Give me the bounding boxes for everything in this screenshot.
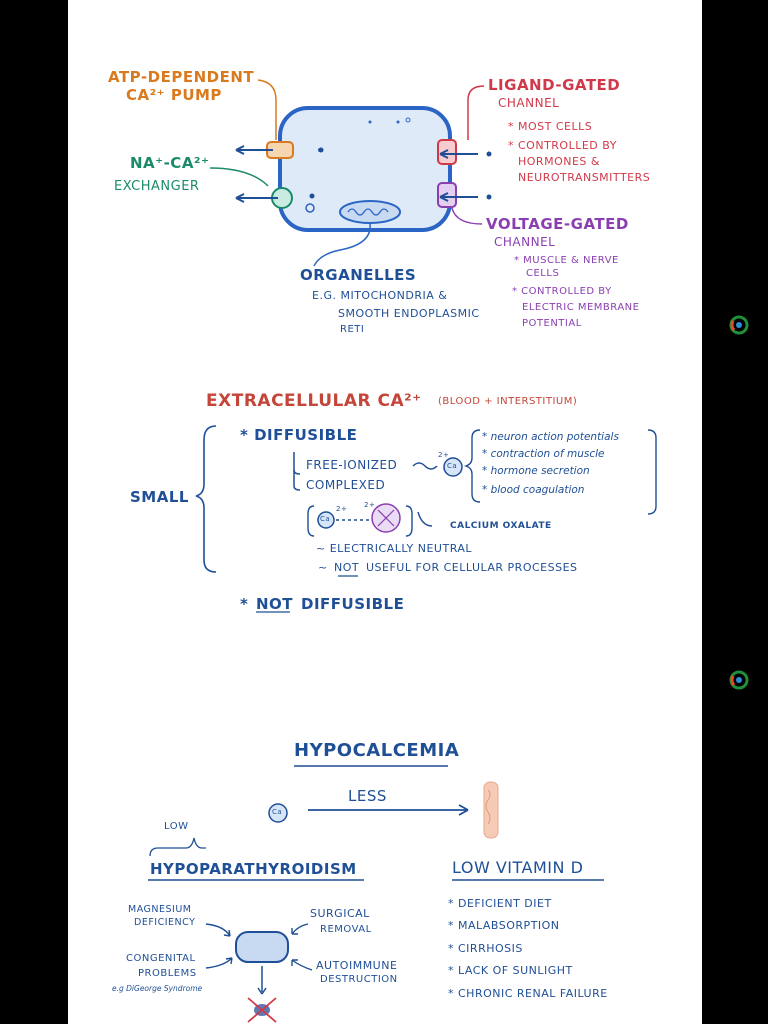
cell-dot xyxy=(368,120,372,124)
cause-magnesium-2: DEFICIENCY xyxy=(134,917,196,928)
ligand-bullet-2b: HORMONES & xyxy=(518,155,600,168)
organelles-line-3: RETI xyxy=(340,324,365,335)
voltage-channel-subtitle: CHANNEL xyxy=(494,235,556,249)
processes-right-brace xyxy=(647,429,657,515)
ligand-channel-subtitle: CHANNEL xyxy=(498,96,560,110)
vitd-item: * MALABSORPTION xyxy=(448,919,560,932)
atp-pump-leader-line xyxy=(257,79,277,140)
cause-congenital-2: PROBLEMS xyxy=(138,968,197,979)
not-diffusible-not: NOT xyxy=(256,595,294,613)
mitochondria-cristae xyxy=(347,208,389,216)
cause-autoimmune-2: DESTRUCTION xyxy=(320,974,398,985)
voltage-bullet-2b: ELECTRIC MEMBRANE xyxy=(522,302,640,313)
exchanger-label: Na⁺-Ca²⁺ xyxy=(130,154,210,172)
voltage-bullet-1a: * MUSCLE & NERVE xyxy=(514,255,619,266)
vitd-item: * DEFICIENT DIET xyxy=(448,897,552,910)
mitochondria-shape xyxy=(339,200,401,224)
organelles-line-2: SMOOTH ENDOPLASMIC xyxy=(338,307,480,320)
process-item: * blood coagulation xyxy=(482,484,585,496)
hypocalcemia-ca-ion xyxy=(268,803,288,823)
not-useful-note: USEFUL for CELLULAR PROCESSES xyxy=(366,561,578,574)
low-vitamin-d-title: LOW VITAMIN D xyxy=(452,858,584,877)
vitd-item: * CHRONIC RENAL FAILURE xyxy=(448,987,608,1000)
hypocalcemia-ca-symbol: Ca xyxy=(272,808,283,816)
oxalate-charge: 2+ xyxy=(364,501,376,509)
cause-autoimmune: AUTOIMMUNE xyxy=(316,959,398,972)
app-logo-icon[interactable] xyxy=(724,310,754,340)
tissue-shape xyxy=(483,781,499,839)
small-label: SMALL xyxy=(130,488,189,506)
hypocalcemia-title: HYPOCALCEMIA xyxy=(294,740,460,761)
voltage-leader-line xyxy=(451,207,483,225)
voltage-channel-shape xyxy=(437,182,457,208)
free-ionized-label: FREE-IONIZED xyxy=(306,458,398,472)
diagram-drawing xyxy=(148,79,657,1023)
tilde-connector xyxy=(412,462,438,470)
organelles-title: ORGANELLES xyxy=(300,266,417,284)
voltage-bullet-2c: POTENTIAL xyxy=(522,318,582,329)
ligand-bullet-1: * MOST CELLS xyxy=(508,120,593,133)
cause-surgical-2: REMOVAL xyxy=(320,924,372,935)
cause-congenital: CONGENITAL xyxy=(126,953,196,964)
complex-ca-ion xyxy=(317,511,335,529)
low-brace xyxy=(149,837,206,857)
exchanger-leader-line xyxy=(209,167,269,187)
atp-pump-label-2: Ca²⁺ PUMP xyxy=(126,86,222,104)
ligand-channel-title: LIGAND-GATED xyxy=(488,76,621,94)
cause-congenital-example: e.g DiGeorge Syndrome xyxy=(112,984,203,993)
extracellular-title: EXTRACELLULAR Ca²⁺ xyxy=(206,391,422,411)
organelles-leader-line xyxy=(313,223,371,267)
ligand-channel-shape xyxy=(437,139,457,165)
cell-vesicle xyxy=(305,203,315,213)
ligand-leader-line xyxy=(467,85,485,140)
vitd-item: * CIRRHOSIS xyxy=(448,942,523,955)
cause-surgical: SURGICAL xyxy=(310,907,370,920)
voltage-channel-title: VOLTAGE-GATED xyxy=(486,215,629,233)
atp-pump-label: ATP-DEPENDENT xyxy=(108,68,255,86)
not-useful-prefix: ~ xyxy=(318,561,328,574)
free-ionized-branch xyxy=(293,452,301,475)
ligand-bullet-2c: NEUROTRANSMITTERS xyxy=(518,171,651,184)
voltage-bullet-1b: CELLS xyxy=(526,268,560,279)
complexed-branch xyxy=(293,470,301,491)
extracellular-subtitle: (BLOOD + INTERSTITIUM) xyxy=(438,396,578,407)
app-logo-icon[interactable] xyxy=(724,665,754,695)
exchanger-label-2: EXCHANGER xyxy=(114,179,200,194)
complex-left-bracket xyxy=(307,505,315,537)
free-ca-symbol: Ca xyxy=(447,462,458,470)
small-brace xyxy=(195,425,217,573)
ligand-bullet-2a: * CONTROLLED BY xyxy=(508,139,617,152)
cell-membrane xyxy=(278,106,452,232)
less-label: LESS xyxy=(348,787,387,805)
free-ca-charge: 2+ xyxy=(438,451,450,459)
vitd-item: * LACK of SUNLIGHT xyxy=(448,964,573,977)
complex-ca-symbol: Ca xyxy=(320,515,331,523)
electrically-neutral-note: ~ ELECTRICALLY NEUTRAL xyxy=(316,542,473,555)
pth-cross-mark xyxy=(247,997,277,1023)
process-item: * hormone secretion xyxy=(482,465,590,477)
notes-page: ATP-DEPENDENT Ca²⁺ PUMP Na⁺-Ca²⁺ EXCHANG… xyxy=(68,0,702,1024)
process-item: * neuron action potentials xyxy=(482,431,619,443)
not-useful-not: NOT xyxy=(334,561,360,574)
free-ca-ion xyxy=(443,457,463,477)
oxalate-leader-line xyxy=(417,511,433,527)
low-label: LOW xyxy=(164,821,189,832)
process-item: * contraction of muscle xyxy=(482,448,605,460)
calcium-oxalate-label: CALCIUM OXALATE xyxy=(450,521,552,531)
not-diffusible-star: * xyxy=(240,595,249,613)
parathyroid-gland xyxy=(235,931,289,963)
hypoparathyroidism-title: HYPOPARATHYROIDISM xyxy=(150,860,357,878)
complex-ca-charge: 2+ xyxy=(336,505,348,513)
processes-left-brace xyxy=(463,429,481,503)
cell-dot xyxy=(405,117,411,123)
complexed-label: COMPLEXED xyxy=(306,478,386,492)
voltage-bullet-2a: * CONTROLLED BY xyxy=(512,286,612,297)
diffusible-label: * DIFFUSIBLE xyxy=(240,426,358,444)
organelles-line-1: e.g. MITOCHONDRIA & xyxy=(312,289,448,302)
not-diffusible-label: DIFFUSIBLE xyxy=(301,595,405,613)
cell-dot xyxy=(396,120,400,124)
complex-right-bracket xyxy=(405,505,413,537)
cause-magnesium: MAGNESIUM xyxy=(128,904,192,915)
